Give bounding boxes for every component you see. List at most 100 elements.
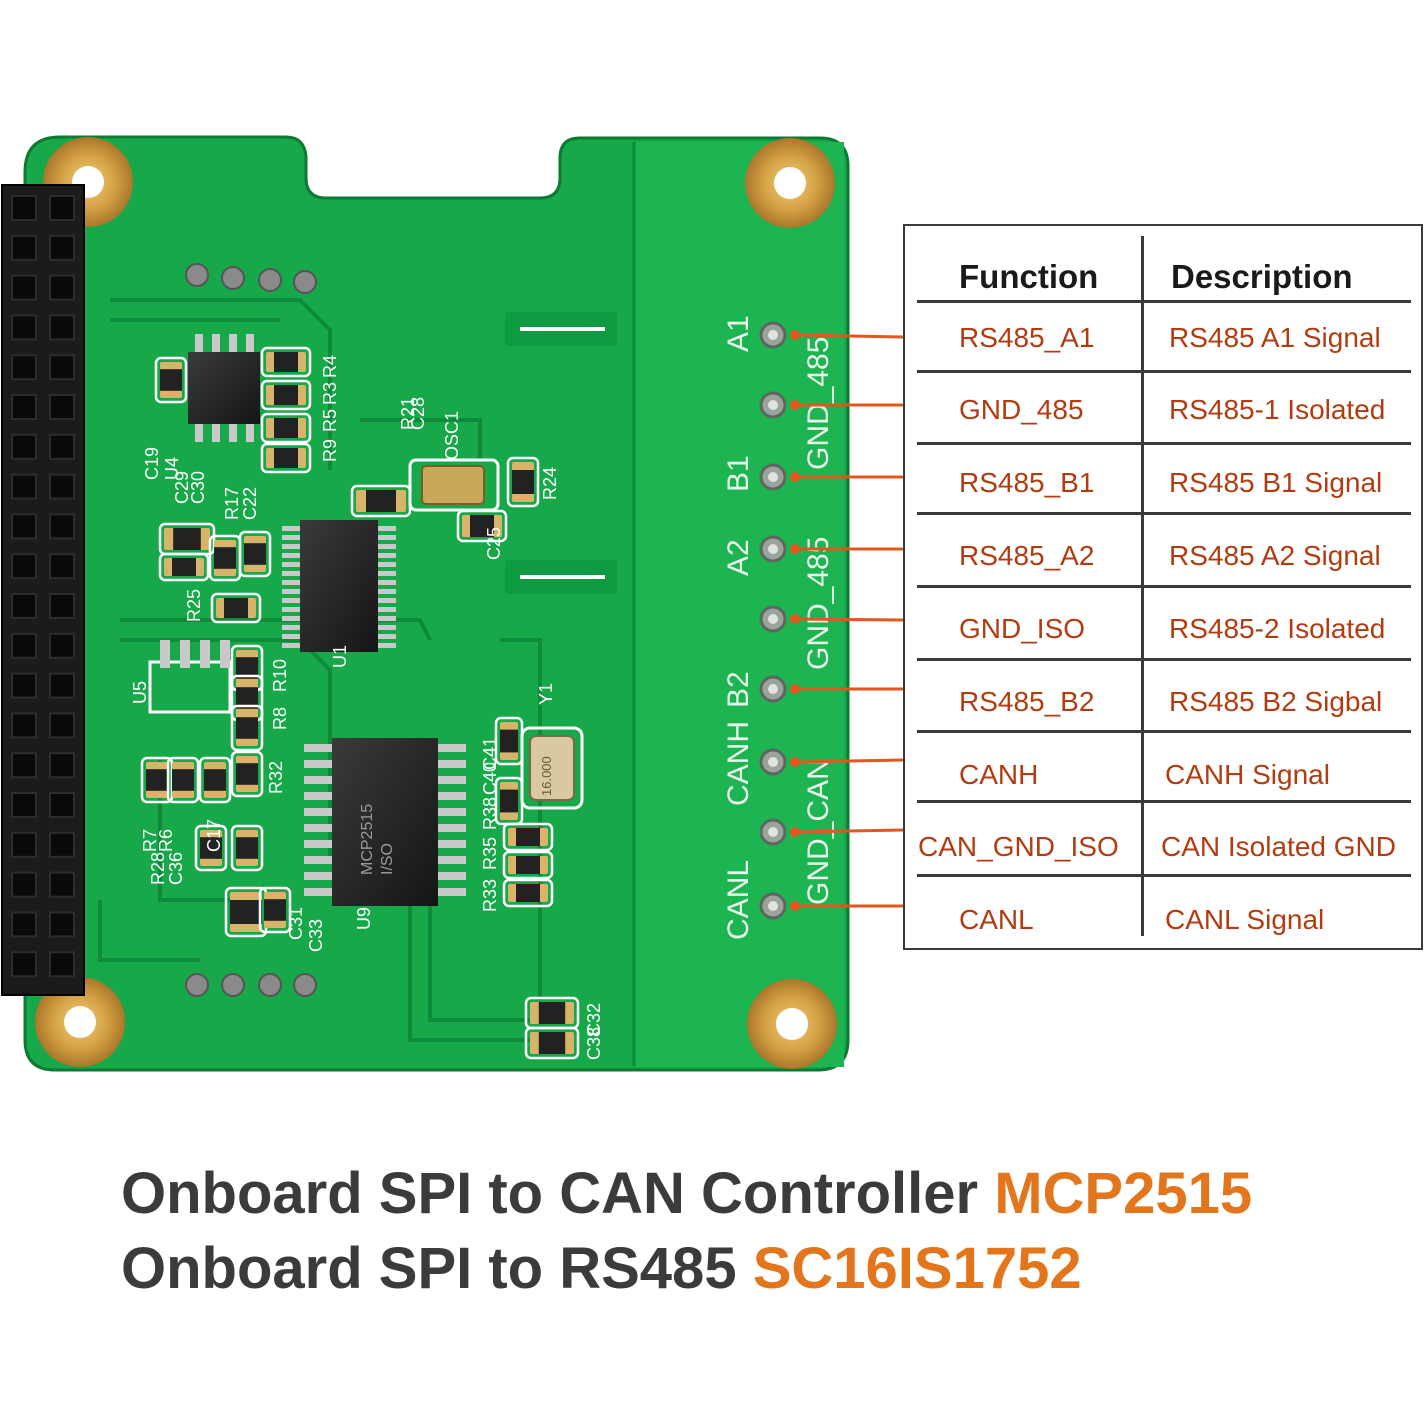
silkscreen-label: C31: [286, 907, 306, 940]
silkscreen-label: U1: [330, 645, 350, 668]
silkscreen-label: C30: [188, 471, 208, 504]
silkscreen-label: R6: [156, 829, 176, 852]
mounting-hole-top-right: [745, 138, 835, 228]
chip-marking-2: I/SO: [379, 843, 396, 875]
row-description: RS485 B2 Sigbal: [1169, 686, 1383, 717]
pin-function-table: Function Description RS485_A1 RS485 A1 S…: [903, 224, 1423, 950]
silkscreen-label: R25: [184, 589, 204, 622]
mounting-hole-bottom-left: [35, 977, 125, 1067]
terminal-pins: [759, 321, 787, 920]
silkscreen-label: R7: [140, 829, 160, 852]
pin-silkscreen-label: CANH: [722, 721, 755, 806]
table-divider: [917, 300, 1411, 303]
silkscreen-label: U5: [130, 681, 150, 704]
silkscreen-label: C25: [484, 527, 504, 560]
chip-u1-sc16is1752: [282, 520, 396, 652]
silkscreen-label: C29: [172, 471, 192, 504]
table-divider: [917, 800, 1411, 803]
silkscreen-label: C33: [306, 919, 326, 952]
silkscreen-label: U9: [354, 907, 374, 930]
pin-silkscreen-label: GND_485: [802, 537, 835, 670]
row-function: GND_485: [959, 394, 1084, 425]
chip-u5: [148, 640, 232, 714]
chip-u9-mcp2515: MCP2515 I/SO: [304, 738, 466, 906]
row-function: RS485_A1: [959, 322, 1095, 353]
silkscreen-label: OSC1: [442, 411, 462, 460]
silkscreen-label: R4: [320, 355, 340, 378]
gpio-header: [1, 184, 85, 996]
table-divider: [917, 512, 1411, 515]
silkscreen-label: R32: [266, 761, 286, 794]
silkscreen-label: R8: [270, 707, 290, 730]
table-divider: [917, 874, 1411, 877]
silkscreen-label: R38: [480, 797, 500, 830]
silkscreen-label: R3: [320, 382, 340, 405]
through-hole-pins: [185, 263, 317, 997]
caption-chip-name: MCP2515: [994, 1161, 1253, 1226]
chip-u4: [188, 334, 260, 442]
row-description: RS485 A1 Signal: [1169, 322, 1381, 353]
row-function: RS485_B1: [959, 467, 1095, 498]
silkscreen-label: R35: [480, 837, 500, 870]
silkscreen-label: R24: [540, 467, 560, 500]
pin-silkscreen-label: B2: [722, 671, 755, 708]
silkscreen-label: R33: [480, 879, 500, 912]
silkscreen-label: C22: [240, 487, 260, 520]
silkscreen-label: R5: [320, 409, 340, 432]
row-description: RS485 A2 Signal: [1169, 540, 1381, 571]
silkscreen-label: C40: [480, 762, 500, 795]
crystal-osc1: [408, 458, 500, 512]
leader-lines: [790, 330, 904, 911]
row-description: RS485-1 Isolated: [1169, 394, 1386, 425]
silkscreen-label: R17: [222, 487, 242, 520]
silkscreen-label: C38: [584, 1027, 604, 1060]
chip-marking-1: MCP2515: [359, 804, 376, 875]
row-function: CAN_GND_ISO: [918, 831, 1119, 862]
table-divider: [917, 370, 1411, 373]
row-function: CANL: [959, 904, 1034, 935]
pin-silkscreen-label: GND_485: [802, 337, 835, 470]
silkscreen-label: R28: [148, 852, 168, 885]
silkscreen-label: U4: [162, 457, 182, 480]
mounting-hole-bottom-right: [747, 979, 837, 1069]
silkscreen-label: C28: [408, 397, 428, 430]
silkscreen-label: C36: [166, 852, 186, 885]
pin-silkscreen-label: A2: [722, 539, 755, 576]
crystal-y1: 16.000: [520, 726, 584, 810]
silkscreen-label: R9: [320, 439, 340, 462]
row-description: CAN Isolated GND: [1161, 831, 1396, 862]
caption-text: Onboard SPI to RS485: [121, 1236, 753, 1301]
row-description: RS485-2 Isolated: [1169, 613, 1386, 644]
caption-line-2: Onboard SPI to RS485 SC16IS1752: [121, 1235, 1082, 1302]
silkscreen-label: R21: [398, 397, 418, 430]
table-divider: [917, 658, 1411, 661]
pin-silkscreen-label: A1: [722, 315, 755, 352]
silkscreen-label: C17: [204, 819, 224, 852]
silkscreen-label: C32: [584, 1003, 604, 1036]
caption-text: Onboard SPI to CAN Controller: [121, 1161, 995, 1226]
caption-line-1: Onboard SPI to CAN Controller MCP2515: [121, 1160, 1252, 1227]
row-description: CANH Signal: [1165, 759, 1330, 790]
silkscreen-label: R10: [270, 659, 290, 692]
row-description: RS485 B1 Signal: [1169, 467, 1383, 498]
silkscreen-label: C41: [480, 737, 500, 770]
passive-components: [140, 346, 580, 1060]
caption-chip-name: SC16IS1752: [752, 1236, 1082, 1301]
row-function: CANH: [959, 759, 1039, 790]
header-description: Description: [1171, 258, 1353, 295]
pin-silkscreen-label: CANL: [722, 860, 755, 940]
silkscreen-label: Y1: [536, 683, 556, 705]
pin-silkscreen-label: B1: [722, 455, 755, 492]
row-function: GND_ISO: [959, 613, 1086, 644]
crystal-marking: 16.000: [539, 756, 554, 796]
row-function: RS485_A2: [959, 540, 1095, 571]
table-divider: [917, 442, 1411, 445]
row-description: CANL Signal: [1165, 904, 1325, 935]
terminal-area: [634, 142, 844, 1067]
silkscreen-label: C19: [142, 447, 162, 480]
table-divider: [917, 730, 1411, 733]
header-function: Function: [959, 258, 1099, 295]
row-function: RS485_B2: [959, 686, 1095, 717]
